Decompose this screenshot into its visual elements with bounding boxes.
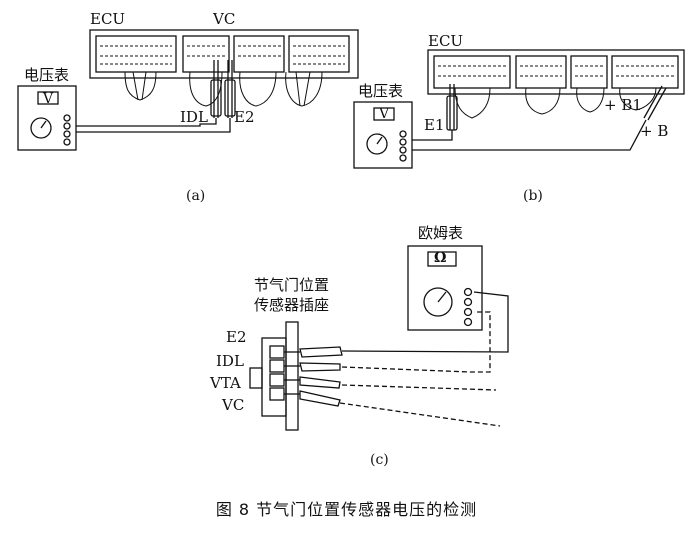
- panel-a-meter-unit: V: [43, 91, 54, 107]
- panel-c-socket: [249, 321, 299, 431]
- panel-b-meter-title: 电压表: [358, 82, 404, 100]
- panel-b-harness: [454, 87, 657, 119]
- panel-a-pin-idl: IDL: [180, 108, 208, 126]
- panel-c-socket-title-1: 节气门位置: [254, 276, 330, 294]
- panel-b-caption: (b): [523, 188, 543, 204]
- panel-b-ecu: [427, 49, 685, 95]
- panel-a-ecu-label: ECU: [90, 10, 126, 28]
- panel-c-pin-e2: E2: [226, 328, 247, 346]
- panel-c-leads: [284, 291, 509, 427]
- panel-c-pin-vc: VC: [222, 396, 245, 414]
- panel-c-meter-title: 欧姆表: [418, 224, 464, 242]
- panel-c-ohmmeter: [407, 245, 483, 331]
- panel-c-socket-title-2: 传感器插座: [254, 296, 330, 314]
- panel-b-probes: [412, 84, 667, 151]
- panel-c-pin-idl: IDL: [216, 352, 244, 370]
- panel-a-voltmeter: [17, 85, 77, 151]
- panel-b-meter-unit: V: [379, 106, 390, 122]
- panel-a-probes: [76, 60, 236, 133]
- panel-a-ecu: [89, 29, 359, 79]
- figure-caption: 图 8 节气门位置传感器电压的检测: [215, 500, 478, 519]
- panel-c-caption: (c): [370, 452, 389, 468]
- panel-c-pin-vta: VTA: [210, 374, 241, 392]
- panel-b-pin-b: + B: [640, 122, 669, 140]
- panel-a-pin-e2: E2: [234, 108, 255, 126]
- panel-c-meter-unit: Ω: [434, 250, 447, 266]
- panel-b-pin-b1: + B1: [604, 96, 642, 114]
- panel-b-pin-e1: E1: [424, 116, 445, 134]
- panel-b-voltmeter: [353, 101, 413, 169]
- panel-a-meter-title: 电压表: [24, 66, 70, 84]
- panel-a-caption: (a): [186, 188, 206, 204]
- panel-a-vc-label: VC: [213, 10, 236, 28]
- panel-b-ecu-label: ECU: [428, 32, 464, 50]
- panel-a-harness: [124, 71, 323, 107]
